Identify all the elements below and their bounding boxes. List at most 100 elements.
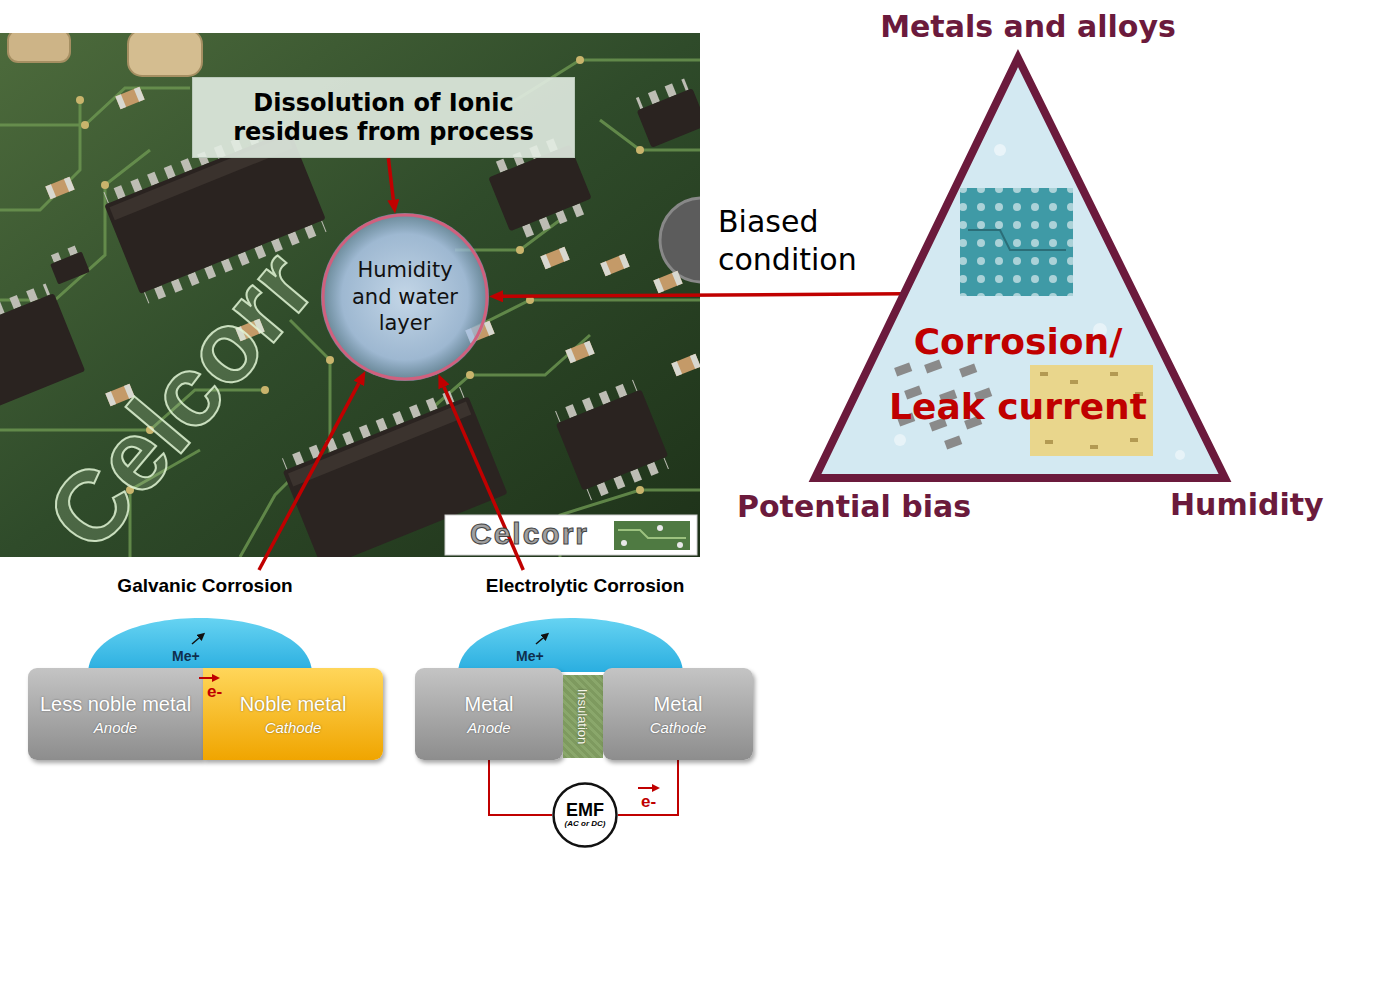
box-text: Dissolution of Ionic residues from proce… bbox=[224, 89, 544, 147]
smd-component bbox=[540, 247, 569, 270]
triangle-corner-label: Metals and alloys bbox=[880, 10, 1176, 45]
smd-component bbox=[671, 361, 682, 376]
logo-text: Celcorr bbox=[470, 516, 589, 552]
water-glow bbox=[321, 213, 489, 381]
text-holder: Humidity bbox=[1170, 488, 1324, 523]
smd-component bbox=[565, 341, 594, 364]
text-holder: Insulation bbox=[563, 675, 603, 758]
triangle-ground bbox=[815, 58, 1225, 478]
triangle-ground bbox=[960, 188, 1073, 296]
cause-arrow bbox=[259, 383, 359, 570]
electron-arrow bbox=[199, 677, 212, 679]
text-holder: e- bbox=[207, 683, 222, 700]
watermark: Celcorr bbox=[25, 231, 334, 570]
water-droplet bbox=[88, 618, 312, 672]
electrolytic-figure: Electrolytic CorrosionMetalAnodeInsulati… bbox=[405, 570, 765, 855]
smd-component bbox=[584, 341, 595, 356]
cathode-metal-block: MetalCathode bbox=[603, 668, 753, 760]
anode-metal-block: MetalAnode bbox=[415, 668, 563, 760]
ion-arrow bbox=[192, 638, 199, 644]
circle-text: Humidity and water layer bbox=[345, 257, 465, 338]
text-holder: Less noble metalAnode bbox=[28, 668, 203, 760]
emf-type: (AC or DC) bbox=[565, 819, 606, 829]
figure-heading: Electrolytic Corrosion bbox=[486, 575, 685, 597]
insulation-strip: Insulation bbox=[563, 675, 603, 758]
smd-component bbox=[565, 341, 594, 364]
pcb-via bbox=[81, 121, 89, 129]
emf-text: EMF bbox=[566, 801, 604, 819]
electron-arrow bbox=[638, 787, 652, 789]
capacitor bbox=[660, 198, 700, 282]
logo-panel bbox=[614, 521, 690, 550]
smd-component bbox=[115, 87, 144, 110]
metal-name: Metal bbox=[654, 693, 703, 716]
ion-arrow bbox=[536, 638, 543, 644]
triangle-ground bbox=[944, 436, 962, 450]
triangle-ground bbox=[1040, 372, 1048, 376]
electron-label: e- bbox=[207, 683, 222, 700]
electrode-role: Anode bbox=[94, 719, 137, 736]
text-holder: Biased condition bbox=[718, 203, 868, 279]
triangle-ground bbox=[959, 364, 977, 378]
galvanic-figure: Galvanic CorrosionLess noble metalAnodeN… bbox=[18, 570, 393, 770]
smd-component bbox=[653, 271, 682, 294]
ic-chip bbox=[0, 77, 700, 557]
smd-component bbox=[600, 254, 629, 277]
smd-component bbox=[690, 354, 700, 369]
insulation-text: Insulation bbox=[576, 689, 591, 745]
logo-panel bbox=[677, 542, 683, 548]
smd-component bbox=[671, 354, 700, 377]
anode-metal-block: Less noble metalAnode bbox=[28, 668, 203, 760]
pcb-via bbox=[516, 246, 524, 254]
smd-component bbox=[64, 177, 75, 192]
smd-component bbox=[671, 354, 700, 377]
triangle-ground bbox=[968, 230, 1066, 250]
electrode-role: Anode bbox=[467, 719, 510, 736]
water-ring bbox=[323, 215, 487, 379]
pcb-via bbox=[76, 96, 84, 104]
smd-component bbox=[115, 87, 144, 110]
text-holder: Noble metalCathode bbox=[203, 668, 383, 760]
ic-chip bbox=[47, 244, 90, 285]
text-holder: MetalCathode bbox=[603, 668, 753, 760]
triangle-ground bbox=[1070, 380, 1078, 384]
ion-label: Me+ bbox=[516, 648, 544, 665]
triangle-outline bbox=[815, 58, 1225, 478]
logo-panel bbox=[445, 515, 697, 555]
text-holder: Me+ bbox=[172, 648, 200, 665]
electron-label: e- bbox=[641, 793, 656, 810]
text-holder: MetalAnode bbox=[415, 668, 563, 760]
pcb-via bbox=[636, 146, 644, 154]
ion-label: Me+ bbox=[172, 648, 200, 665]
smd-component bbox=[653, 271, 682, 294]
circuit-wire bbox=[618, 760, 678, 815]
logo-panel bbox=[445, 515, 697, 555]
smd-component bbox=[45, 177, 74, 200]
smd-component bbox=[134, 87, 145, 102]
figure-heading: Galvanic Corrosion bbox=[117, 575, 292, 597]
water-droplet bbox=[458, 618, 683, 672]
text-holder: Electrolytic Corrosion bbox=[486, 575, 685, 597]
triangle-ground bbox=[894, 434, 906, 446]
triangle-ground bbox=[960, 188, 1073, 296]
ic-chip bbox=[551, 378, 672, 501]
logo-panel bbox=[621, 540, 627, 546]
triangle-ground bbox=[894, 363, 912, 377]
ic-chip bbox=[632, 77, 700, 148]
smd-component bbox=[565, 348, 576, 363]
pcb-via bbox=[466, 371, 474, 379]
triangle-ground bbox=[1110, 372, 1118, 376]
process-residue-box: Dissolution of Ionic residues from proce… bbox=[192, 77, 575, 159]
water-droplet bbox=[88, 618, 683, 672]
ic-chip bbox=[0, 293, 85, 407]
text-holder: Me+ bbox=[516, 648, 544, 665]
smd-component bbox=[600, 261, 611, 276]
triangle-ground bbox=[1130, 438, 1138, 442]
text-holder: Dissolution of Ionic residues from proce… bbox=[193, 78, 574, 158]
text-holder: Celcorr bbox=[25, 231, 334, 570]
pcb-via bbox=[636, 486, 644, 494]
electrode-role: Cathode bbox=[265, 719, 322, 736]
smd-component bbox=[540, 254, 551, 269]
logo-panel bbox=[657, 525, 663, 531]
